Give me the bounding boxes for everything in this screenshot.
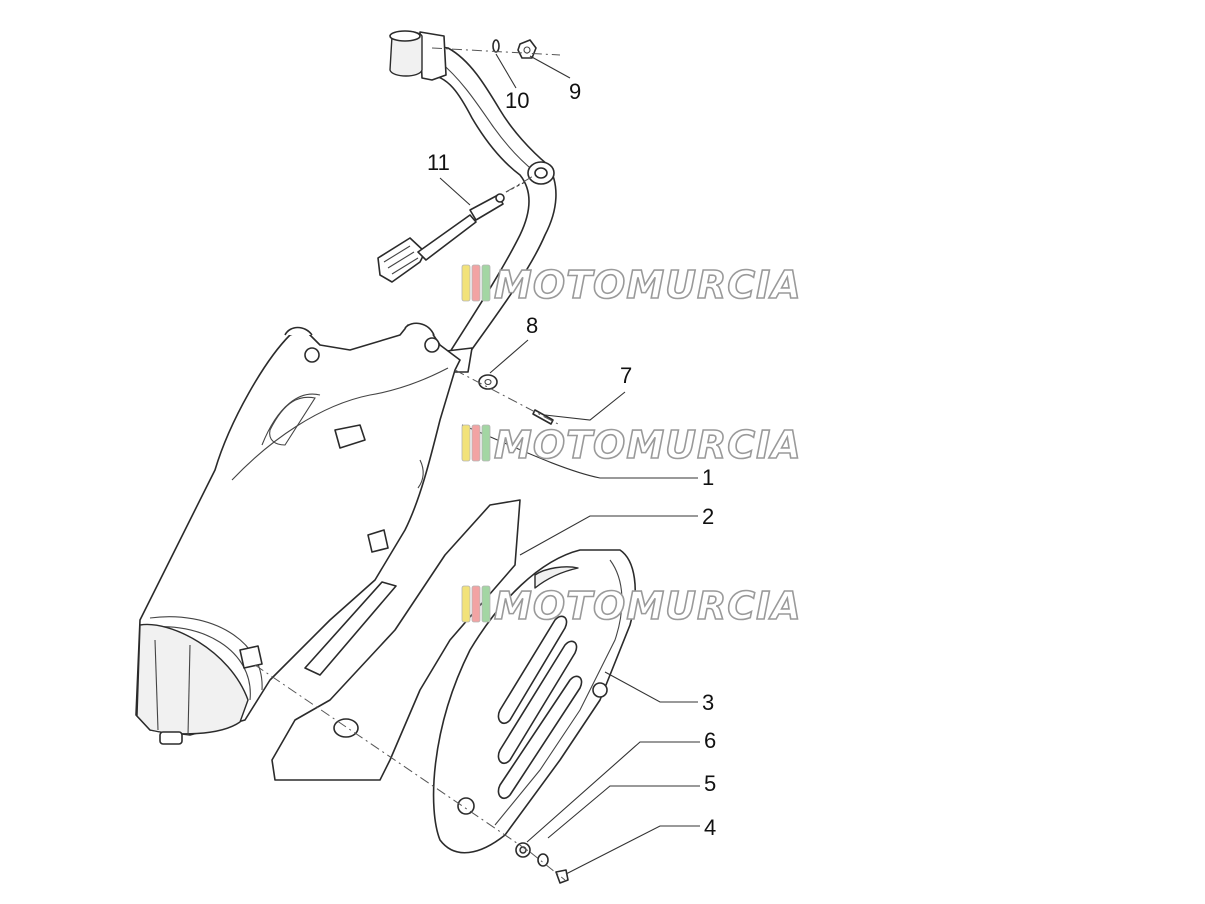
lambda-sensor [377,181,526,283]
callout-1: 1 [702,465,714,490]
watermark-1: MOTOMURCIA [461,262,802,308]
watermark-stripe [461,585,471,623]
callout-7: 7 [620,363,632,388]
hardware-parts [478,39,569,884]
watermark-stripe [471,585,481,623]
callout-11: 11 [427,150,450,175]
watermark-stripe [461,264,471,302]
washer [478,374,498,390]
callout-10: 10 [505,88,529,113]
watermark-text: MOTOMURCIA [494,584,802,628]
watermark-text: MOTOMURCIA [494,423,802,467]
callout-labels: 1 2 3 4 5 6 7 8 9 10 11 [427,79,716,840]
watermark-stripe [471,424,481,462]
heat-shield-cover [432,549,636,854]
watermark-stripe [481,264,491,302]
watermark-3: MOTOMURCIA [461,583,802,629]
assembly-axes [254,47,566,881]
watermark-stripe [481,424,491,462]
leader-lines [439,53,700,875]
callout-9: 9 [569,79,581,104]
callout-3: 3 [702,690,714,715]
callout-6: 6 [704,728,716,753]
watermark-text: MOTOMURCIA [494,263,802,307]
watermark-stripe [481,585,491,623]
small-washer [537,853,549,867]
callout-4: 4 [704,815,716,840]
watermark-2: MOTOMURCIA [461,422,802,468]
watermark-stripe [461,424,471,462]
watermark-stripe [471,264,481,302]
screw [555,869,569,884]
callout-5: 5 [704,771,716,796]
flange-nut [517,39,537,59]
callout-8: 8 [526,313,538,338]
heat-shield-gasket [271,499,521,781]
pin [532,409,554,425]
gasket-ring [492,39,500,53]
callout-2: 2 [702,504,714,529]
